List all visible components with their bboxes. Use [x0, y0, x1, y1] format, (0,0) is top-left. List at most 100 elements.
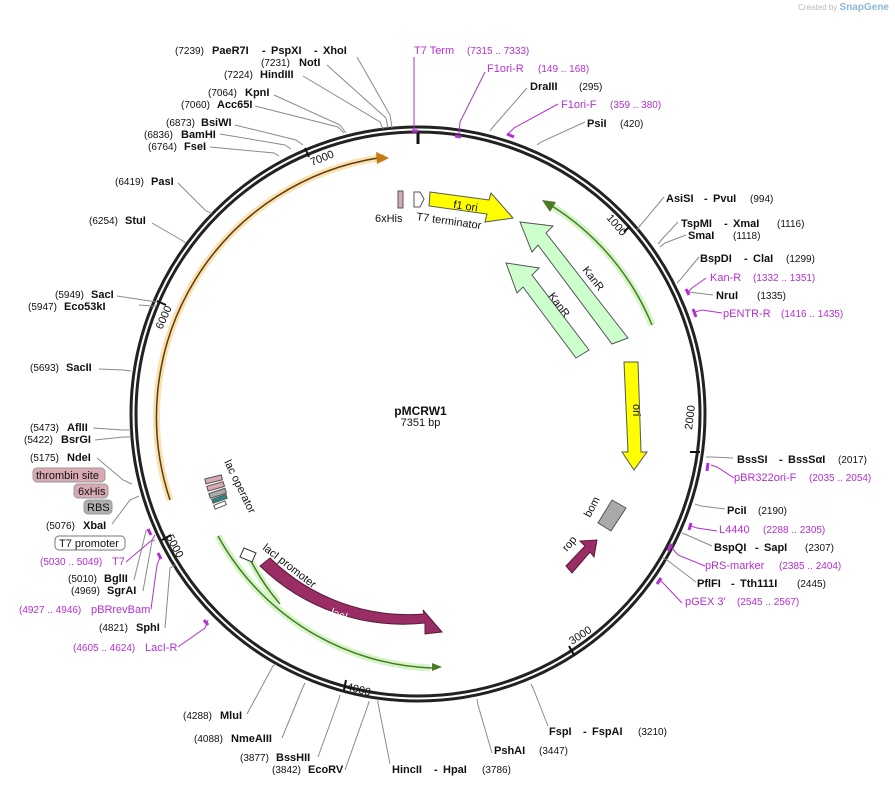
- enzyme-noti[interactable]: (7231) NotI: [261, 57, 320, 69]
- svg-text:BssHII: BssHII: [276, 752, 310, 764]
- enzyme-asisi[interactable]: AsiSI - PvuI (994): [666, 193, 773, 205]
- thrombin-site-box[interactable]: [32, 467, 106, 483]
- enzyme-bamhi[interactable]: (6836) BamHI: [144, 129, 216, 141]
- rbs-box[interactable]: [83, 499, 113, 515]
- svg-text:pGEX 3': pGEX 3': [685, 596, 726, 608]
- f1-ori-arrow[interactable]: [428, 191, 514, 223]
- six-his-feature[interactable]: [397, 190, 404, 209]
- enzyme-bsshii[interactable]: (3877) BssHII: [240, 752, 310, 764]
- rop-label: rop: [560, 534, 579, 554]
- his-box[interactable]: [73, 483, 109, 499]
- svg-text:-: -: [434, 764, 438, 776]
- orange-feature-arc[interactable]: [153, 153, 386, 502]
- svg-text:PasI: PasI: [151, 176, 174, 188]
- svg-text:HindIII: HindIII: [260, 69, 294, 81]
- svg-text:(2545 .. 2567): (2545 .. 2567): [737, 597, 799, 608]
- enzyme-bglii[interactable]: (5010) BglII: [68, 573, 128, 585]
- svg-text:BssSI: BssSI: [737, 454, 768, 466]
- enzyme-ndei[interactable]: (5175) NdeI: [30, 452, 91, 464]
- svg-text:(295): (295): [579, 82, 602, 93]
- enzyme-tspmi[interactable]: TspMI - XmaI (1116): [681, 218, 804, 230]
- six-his-label: 6xHis: [375, 213, 403, 225]
- enzyme-bsrgi[interactable]: (5422) BsrGI: [24, 434, 91, 446]
- enzyme-psii[interactable]: PsiI (420): [587, 118, 643, 130]
- enzyme-sphi[interactable]: (4821) SphI: [99, 622, 160, 634]
- enzyme-nmeaiii[interactable]: (4088) NmeAIII: [194, 733, 272, 745]
- svg-text:FspAI: FspAI: [592, 726, 623, 738]
- rop-arrow[interactable]: [565, 539, 598, 574]
- svg-text:T7: T7: [112, 556, 125, 568]
- svg-text:(5422): (5422): [24, 435, 53, 446]
- enzyme-paer7i[interactable]: (7239) PaeR7I - PspXI - XhoI: [175, 45, 347, 57]
- enzyme-hindiii[interactable]: (7224) HindIII: [224, 69, 294, 81]
- t7-terminator-feature[interactable]: [413, 191, 425, 208]
- tick-2000: 2000: [683, 405, 700, 453]
- svg-text:Kan-R: Kan-R: [710, 272, 741, 284]
- enzyme-smai[interactable]: SmaI (1118): [688, 230, 760, 242]
- svg-text:StuI: StuI: [125, 215, 146, 227]
- svg-text:pENTR-R: pENTR-R: [723, 308, 771, 320]
- enzyme-saci[interactable]: (5949) SacI: [55, 289, 114, 301]
- enzyme-kpni[interactable]: (7064) KpnI: [208, 87, 269, 99]
- svg-text:FseI: FseI: [184, 141, 206, 153]
- svg-text:(1335): (1335): [757, 291, 786, 302]
- ori-arrow[interactable]: [621, 361, 648, 471]
- svg-text:Acc65I: Acc65I: [217, 99, 252, 111]
- svg-text:PsiI: PsiI: [587, 118, 607, 130]
- enzyme-acc65i[interactable]: (7060) Acc65I: [181, 99, 252, 111]
- primer-pbrrevbam[interactable]: (4927 .. 4946) pBRrevBam: [19, 604, 150, 616]
- lac-operator-cluster[interactable]: [204, 474, 228, 510]
- enzyme-aflii[interactable]: (5473) AflII: [30, 422, 88, 434]
- primer-t7-term[interactable]: T7 Term (7315 .. 7333): [414, 45, 529, 57]
- enzyme-ecorv[interactable]: (3842) EcoRV: [272, 764, 344, 776]
- enzyme-mlui[interactable]: (4288) MluI: [183, 710, 242, 722]
- enzyme-pshai[interactable]: PshAI (3447): [494, 745, 568, 757]
- svg-text:(7239): (7239): [175, 46, 204, 57]
- enzyme-eco53ki[interactable]: (5947) Eco53kI: [28, 301, 106, 313]
- enzyme-sgrai[interactable]: (4969) SgrAI: [71, 585, 136, 597]
- bom-feature[interactable]: [597, 499, 627, 532]
- primer-pentr-r[interactable]: pENTR-R (1416 .. 1435): [723, 308, 843, 320]
- primer-pbr322ori-f[interactable]: pBR322ori-F (2035 .. 2054): [734, 472, 871, 484]
- primer-t7[interactable]: (5030 .. 5049) T7: [40, 556, 125, 568]
- enzyme-bsiwi[interactable]: (6873) BsiWI: [166, 117, 232, 129]
- enzyme-fspi[interactable]: FspI - FspAI (3210): [549, 726, 667, 738]
- svg-text:HpaI: HpaI: [443, 764, 467, 776]
- enzyme-hincii[interactable]: HincII - HpaI (3786): [392, 764, 511, 776]
- enzyme-pcii[interactable]: PciI (2190): [727, 505, 787, 517]
- primer-laci-r[interactable]: (4605 .. 4624) LacI-R: [73, 642, 177, 654]
- svg-text:-: -: [704, 193, 708, 205]
- primer-f1ori-f[interactable]: F1ori-F (359 .. 380): [561, 99, 661, 111]
- enzyme-pflfi[interactable]: PflFI - Tth111I (2445): [697, 578, 826, 590]
- svg-text:Eco53kI: Eco53kI: [64, 301, 106, 313]
- svg-text:BglII: BglII: [104, 573, 128, 585]
- enzyme-stui[interactable]: (6254) StuI: [89, 215, 146, 227]
- enzyme-bsssi[interactable]: BssSI - BssSαI (2017): [737, 454, 867, 466]
- primer-pgex-3[interactable]: pGEX 3' (2545 .. 2567): [685, 596, 799, 608]
- kanr-arrow-inner[interactable]: [505, 262, 590, 359]
- thrombin-site-label: thrombin site: [36, 470, 99, 482]
- primer-kan-r[interactable]: Kan-R (1332 .. 1351): [710, 272, 815, 284]
- enzyme-draiii[interactable]: DraIII (295): [530, 81, 602, 93]
- enzyme-fsei[interactable]: (6764) FseI: [148, 141, 206, 153]
- svg-text:(7060): (7060): [181, 100, 210, 111]
- svg-text:-: -: [744, 253, 748, 265]
- primer-l4440[interactable]: L4440 (2288 .. 2305): [719, 524, 825, 536]
- t7-promoter-box[interactable]: [54, 535, 126, 551]
- enzyme-pasi[interactable]: (6419) PasI: [115, 176, 174, 188]
- enzyme-nrui[interactable]: NruI (1335): [716, 290, 786, 302]
- enzyme-bspdi[interactable]: BspDI - ClaI (1299): [700, 253, 815, 265]
- laci-arrow[interactable]: [259, 557, 443, 635]
- enzyme-bspqi[interactable]: BspQI - SapI (2307): [714, 542, 834, 554]
- svg-text:(6873): (6873): [166, 118, 195, 129]
- svg-text:(1116): (1116): [777, 219, 804, 230]
- svg-text:(2017): (2017): [838, 455, 867, 466]
- kanr-arrow-outer[interactable]: [519, 221, 629, 345]
- primer-prs-marker[interactable]: pRS-marker (2385 .. 2404): [705, 560, 841, 572]
- enzyme-xbai[interactable]: (5076) XbaI: [46, 520, 106, 532]
- svg-text:KpnI: KpnI: [245, 87, 269, 99]
- primer-f1ori-r[interactable]: F1ori-R (149 .. 168): [487, 63, 589, 75]
- svg-text:(1118): (1118): [733, 231, 760, 242]
- enzyme-sacii[interactable]: (5693) SacII: [30, 362, 92, 374]
- svg-text:PspXI: PspXI: [271, 45, 302, 57]
